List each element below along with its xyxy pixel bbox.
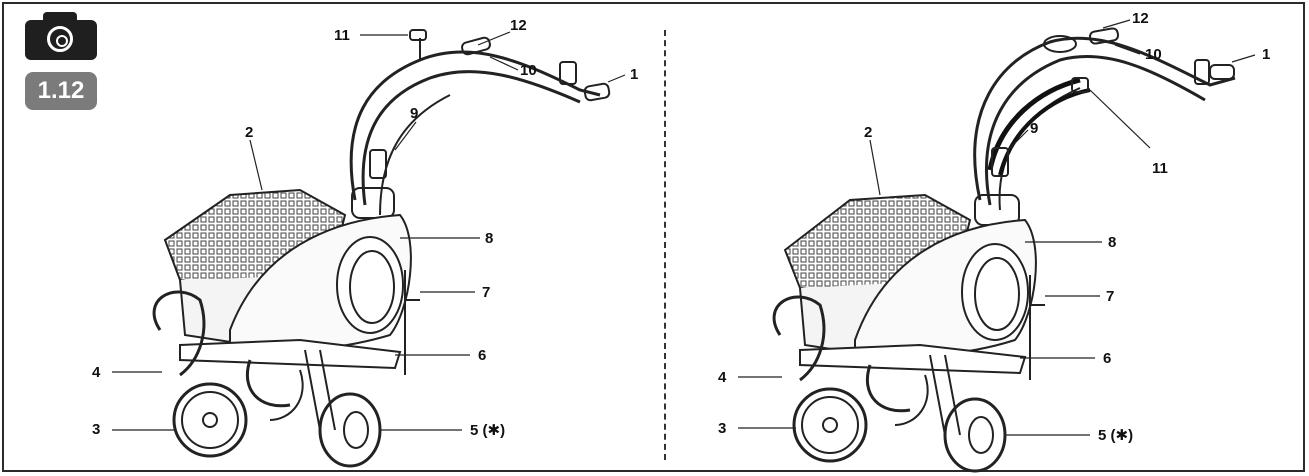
label-right-9: 9 bbox=[1030, 120, 1039, 137]
label-right-10: 10 bbox=[1145, 46, 1162, 63]
label-right-1: 1 bbox=[1262, 46, 1271, 63]
label-right-12: 12 bbox=[1132, 10, 1149, 27]
camera-top bbox=[43, 12, 77, 22]
panel-divider bbox=[664, 30, 666, 460]
camera-icon bbox=[47, 26, 73, 52]
label-left-7: 7 bbox=[482, 284, 491, 301]
label-left-10: 10 bbox=[520, 62, 537, 79]
label-left-3: 3 bbox=[92, 421, 101, 438]
label-right-4: 4 bbox=[718, 369, 727, 386]
label-right-6: 6 bbox=[1103, 350, 1112, 367]
label-left-1: 1 bbox=[630, 66, 639, 83]
label-left-5: 5 (✱) bbox=[470, 422, 506, 439]
handlebar-left bbox=[349, 50, 601, 201]
label-right-8: 8 bbox=[1108, 234, 1117, 251]
label-left-4: 4 bbox=[92, 364, 101, 381]
label-left-8: 8 bbox=[485, 230, 494, 247]
leaders-left bbox=[112, 31, 626, 431]
label-right-3: 3 bbox=[718, 420, 727, 437]
label-left-11: 11 bbox=[334, 27, 350, 44]
label-right-11: 11 bbox=[1152, 160, 1168, 177]
label-left-12: 12 bbox=[510, 17, 527, 34]
label-left-2: 2 bbox=[245, 124, 254, 141]
label-right-7: 7 bbox=[1106, 288, 1115, 305]
wheel-left bbox=[172, 382, 248, 458]
wheel-right bbox=[792, 387, 868, 463]
figure-number-badge: 1.12 bbox=[25, 72, 97, 110]
leaders-right bbox=[738, 19, 1256, 436]
camera-badge bbox=[25, 12, 97, 60]
label-right-2: 2 bbox=[864, 124, 873, 141]
label-right-5: 5 (✱) bbox=[1098, 427, 1134, 444]
handlebar-right bbox=[973, 36, 1236, 201]
tiller-right bbox=[772, 27, 1236, 473]
label-left-9: 9 bbox=[410, 105, 419, 122]
label-left-6: 6 bbox=[478, 347, 487, 364]
tiller-left bbox=[152, 29, 611, 468]
